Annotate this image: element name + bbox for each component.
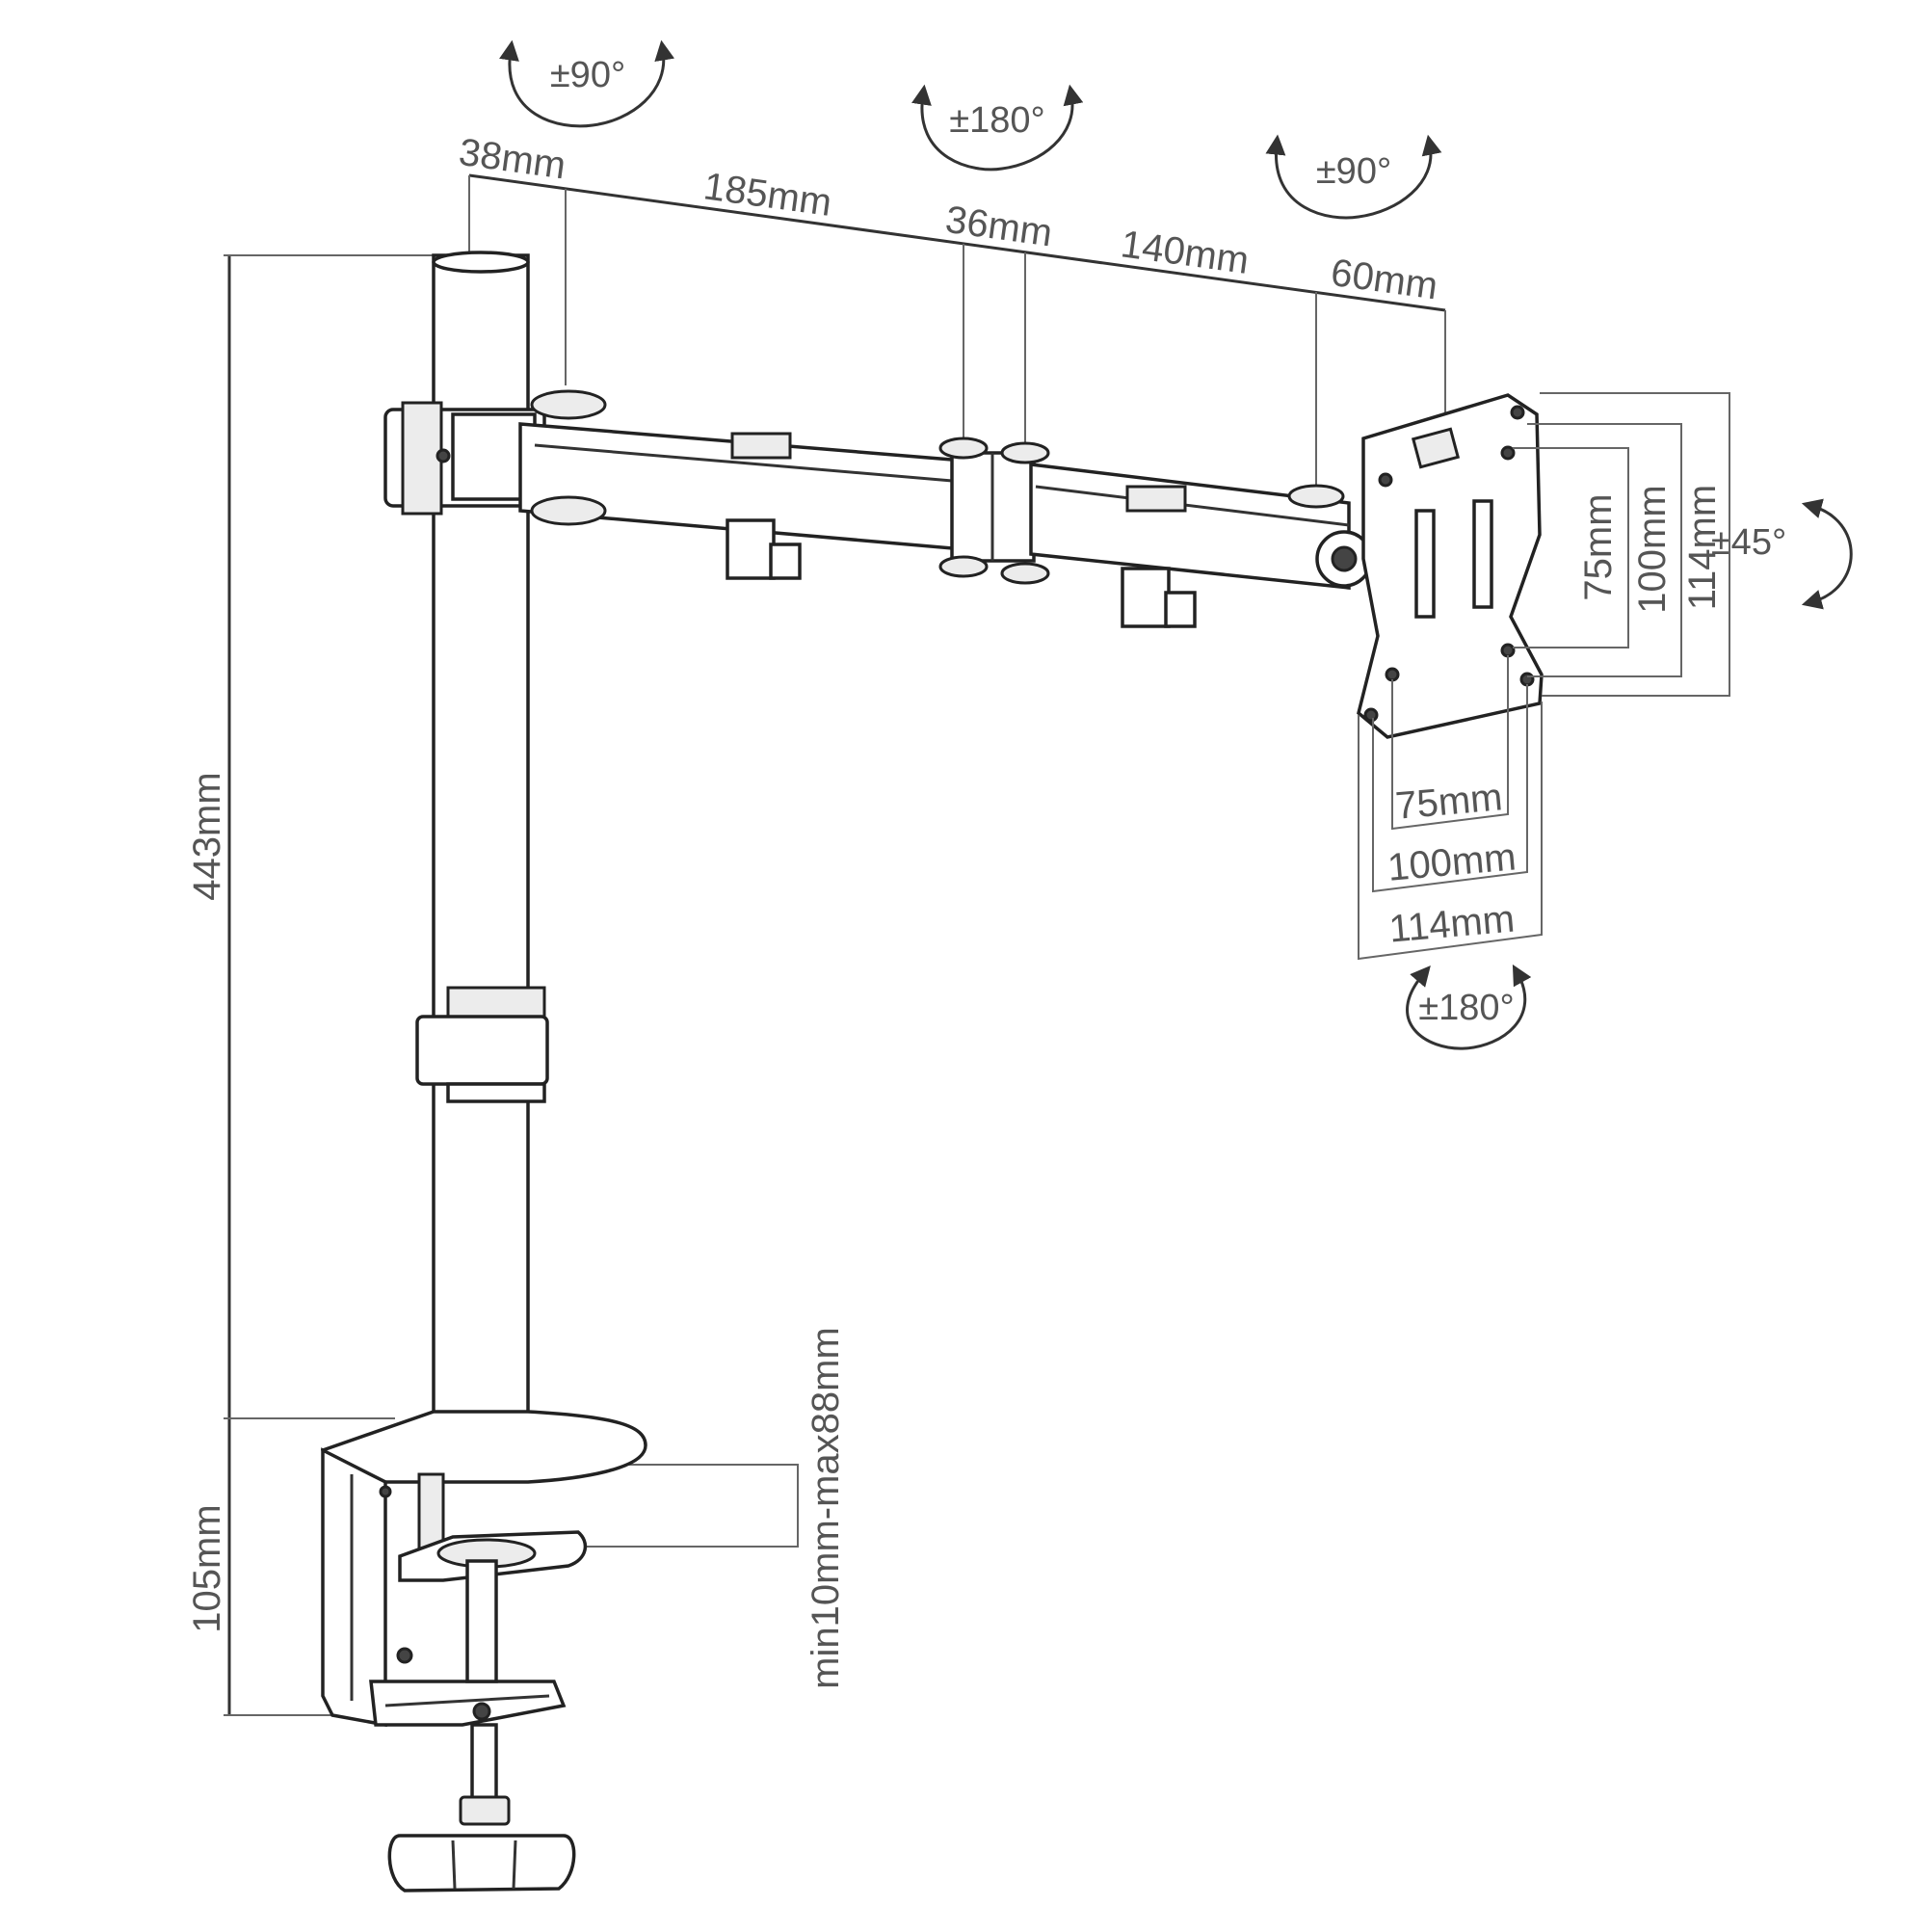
height-dimension-lines: 443mm 105mm [186,254,453,1716]
desk-thickness-dimension: min10mm-max88mm [573,1327,847,1689]
pole-joint [383,401,546,516]
rotation-label-middle: ±180° [949,100,1044,141]
vesa-horizontal-114: 114mm [1387,897,1517,950]
arm-segment-2 [1029,463,1373,628]
rotation-label-rotate: ±180° [1418,988,1514,1028]
rotation-arc-tilt: ±45° [1711,498,1853,610]
vesa-horizontal-100: 100mm [1386,835,1518,888]
vesa-vertical-114: 114mm [1681,485,1724,610]
rotation-arc-rotate: ±180° [1406,964,1532,1050]
arm-dim-185: 185mm [701,165,834,225]
arm-dim-60: 60mm [1329,251,1440,308]
pole-height-label: 443mm [186,772,228,900]
rotation-label-top-right: ±90° [1316,151,1391,192]
desk-clamp [320,1410,647,1892]
arm-dim-36: 36mm [943,198,1055,255]
clamp-height-label: 105mm [186,1504,228,1632]
desk-thickness-label: min10mm-max88mm [805,1327,847,1689]
vesa-vertical-dimensions: 75mm 100mm 114mm [1513,392,1730,697]
arm-dim-38: 38mm [457,131,568,188]
arm-segment-1 [518,389,965,580]
vesa-horizontal-75: 75mm [1394,776,1505,828]
rotation-label-tilt: ±45° [1711,522,1786,563]
rotation-arc-top-left: ±90° [499,40,675,128]
rotation-label-top-left: ±90° [550,55,625,95]
rotation-arc-top-right: ±90° [1265,134,1442,220]
vesa-plate [1357,393,1544,739]
rotation-arc-middle: ±180° [911,84,1084,172]
vesa-vertical-75: 75mm [1577,493,1620,600]
vesa-horizontal-dimensions: 75mm 100mm 114mm [1358,655,1543,961]
arm-dim-140: 140mm [1119,223,1252,282]
vesa-vertical-100: 100mm [1631,485,1674,613]
